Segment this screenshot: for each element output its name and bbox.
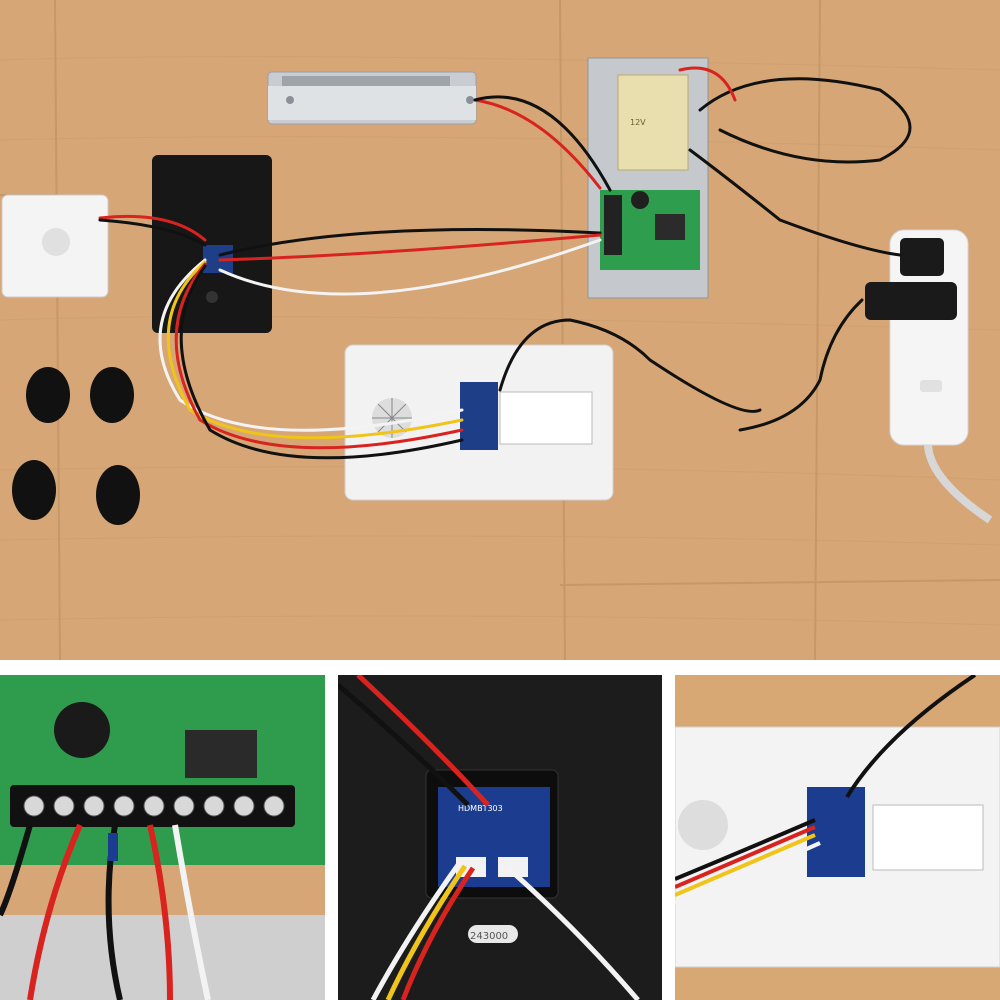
main-wiring-photo: 12V — [0, 0, 1000, 660]
key-fobs — [12, 367, 140, 525]
detail-monitor-connector — [675, 675, 1000, 1000]
doorbell-board-label: HDMBT303 — [458, 804, 503, 813]
doorbell-camera — [152, 155, 272, 333]
power-strip — [865, 229, 993, 524]
detail-power-supply-terminals — [0, 675, 325, 1000]
power-supply-box: 12V — [587, 57, 709, 299]
doorbell-serial-text: 243000 — [470, 931, 508, 942]
psu-voltage-label: 12V — [630, 118, 646, 127]
wiring-bundle — [98, 66, 912, 460]
indoor-monitor — [344, 344, 614, 501]
wall-plate — [1, 194, 109, 298]
detail-doorbell-connector: HDMBT303 243000 — [338, 675, 662, 1000]
electric-bolt-lock — [267, 71, 477, 125]
